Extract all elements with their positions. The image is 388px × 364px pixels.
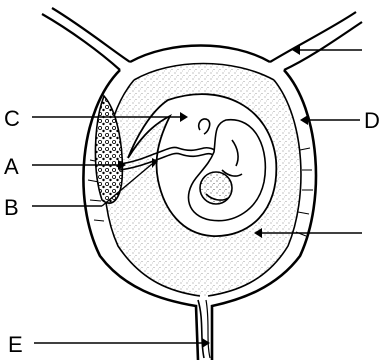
label-d: D bbox=[364, 108, 380, 133]
label-e: E bbox=[8, 332, 23, 357]
label-b: B bbox=[4, 195, 19, 220]
label-c: C bbox=[4, 106, 20, 131]
arrowhead-d bbox=[300, 115, 308, 125]
label-a: A bbox=[4, 154, 19, 179]
